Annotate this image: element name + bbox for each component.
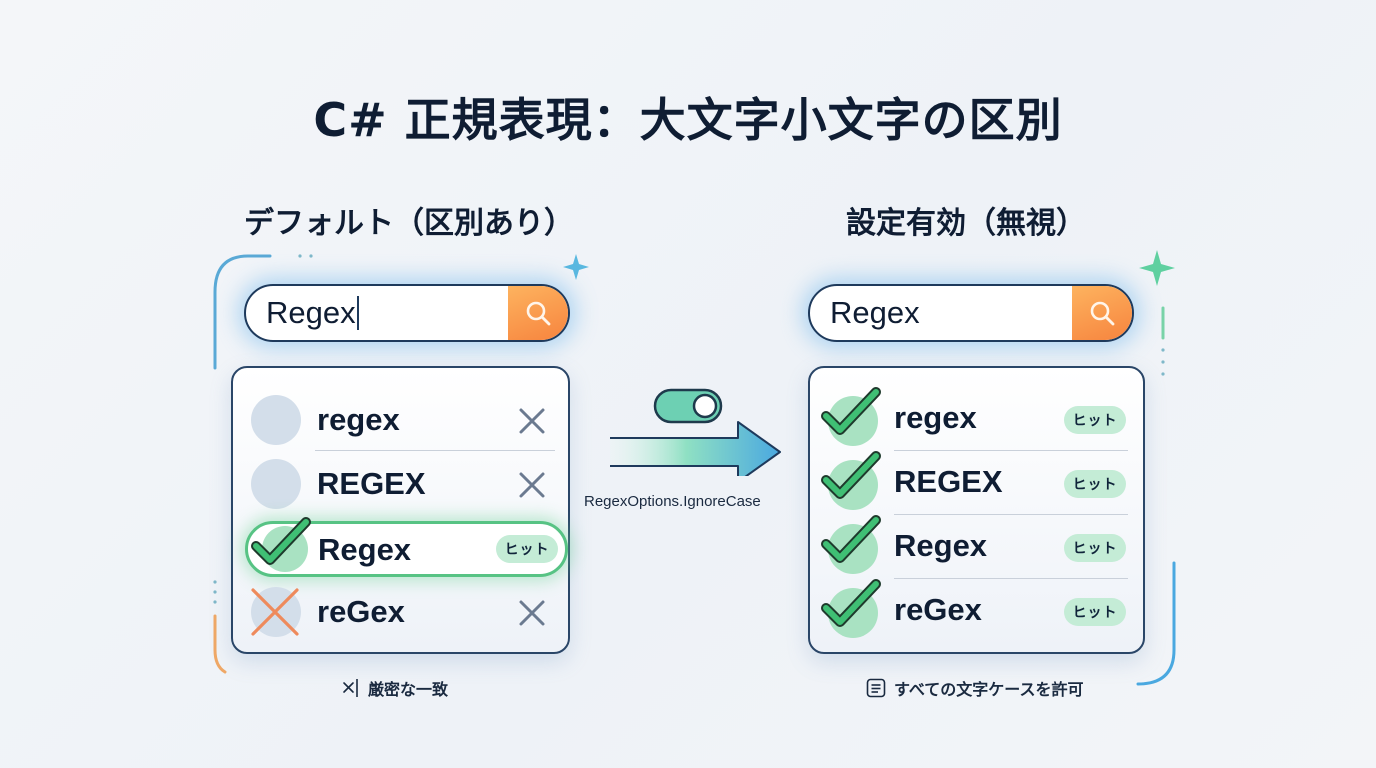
- text-caret: [356, 296, 359, 330]
- result-label: reGex: [317, 594, 405, 629]
- default-results-list: regex REGEX Regex ヒット reGex: [231, 366, 570, 654]
- result-label: regex: [317, 402, 400, 437]
- default-search-button[interactable]: [508, 286, 568, 340]
- right-arrow-icon: [610, 421, 781, 476]
- hit-badge: ヒット: [1064, 534, 1126, 562]
- result-label: regex: [894, 400, 977, 435]
- search-icon: [1090, 301, 1115, 326]
- x-icon: [519, 408, 545, 434]
- left-bracket: [213, 254, 313, 674]
- toggle-switch[interactable]: [653, 388, 723, 424]
- hit-badge: ヒット: [1064, 406, 1126, 434]
- orange-x-icon: [251, 588, 299, 636]
- default-search-value: Regex: [266, 295, 356, 330]
- x-bar-icon: [343, 679, 358, 697]
- hit-badge: ヒット: [496, 535, 558, 563]
- sparkle-icon: [1139, 250, 1175, 286]
- matched-list-item[interactable]: Regex ヒット: [245, 517, 568, 577]
- sparkle-icon: [563, 254, 589, 280]
- ignorecase-footer-note: すべての文字ケースを許可: [866, 676, 1083, 700]
- default-panel-heading: デフォルト（区別あり）: [244, 206, 574, 241]
- unmatched-marker: [251, 459, 301, 509]
- matched-list-item[interactable]: reGex ヒット: [810, 579, 1143, 644]
- hit-badge: ヒット: [1064, 470, 1126, 498]
- result-label: Regex: [318, 532, 412, 567]
- list-item[interactable]: reGex: [233, 580, 568, 644]
- list-item[interactable]: regex: [233, 388, 568, 452]
- x-icon: [519, 472, 545, 498]
- right-bracket: [1046, 254, 1176, 686]
- ignorecase-search-input[interactable]: Regex: [810, 295, 1072, 331]
- ignorecase-panel-heading: 設定有効（無視）: [846, 206, 1086, 241]
- matched-list-item[interactable]: regex ヒット: [810, 387, 1143, 452]
- result-label: REGEX: [894, 464, 1003, 499]
- matched-list-item[interactable]: Regex ヒット: [810, 515, 1143, 580]
- divider: [315, 450, 555, 451]
- result-label: Regex: [894, 528, 988, 563]
- divider: [894, 578, 1128, 579]
- default-footer-note: 厳密な一致: [342, 676, 448, 700]
- check-icon: [821, 515, 881, 563]
- ignorecase-results-list: regex ヒット REGEX ヒット Regex ヒット reGex ヒット: [808, 366, 1145, 654]
- divider: [894, 450, 1128, 451]
- check-icon: [821, 387, 881, 435]
- default-search-box[interactable]: Regex: [244, 284, 570, 342]
- result-label: REGEX: [317, 466, 426, 501]
- footer-text: すべての文字ケースを許可: [894, 680, 1084, 699]
- list-icon: [866, 678, 886, 698]
- footer-text: 厳密な一致: [368, 680, 449, 699]
- transition-graphic: [610, 388, 781, 476]
- ignorecase-search-button[interactable]: [1072, 286, 1132, 340]
- check-icon: [251, 517, 311, 565]
- matched-list-item[interactable]: REGEX ヒット: [810, 451, 1143, 516]
- check-icon: [821, 579, 881, 627]
- page-title: C# 正規表現：大文字小文字の区別: [313, 93, 1063, 147]
- hit-badge: ヒット: [1064, 598, 1126, 626]
- default-search-input[interactable]: Regex: [246, 295, 508, 331]
- ignorecase-search-value: Regex: [830, 295, 920, 330]
- x-icon: [519, 600, 545, 626]
- unmatched-marker: [251, 395, 301, 445]
- ignorecase-option-label: RegexOptions.IgnoreCase: [584, 493, 761, 510]
- ignorecase-search-box[interactable]: Regex: [808, 284, 1134, 342]
- check-icon: [821, 451, 881, 499]
- result-label: reGex: [894, 592, 982, 627]
- list-item[interactable]: REGEX: [233, 452, 568, 516]
- search-icon: [526, 301, 551, 326]
- divider: [894, 514, 1128, 515]
